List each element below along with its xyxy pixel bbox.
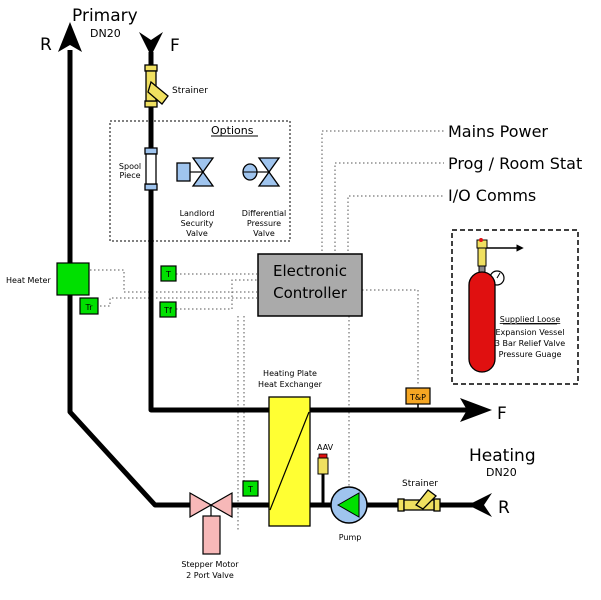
- heating-flow-label: F: [497, 404, 507, 424]
- sensor-tp: T&P: [405, 387, 431, 410]
- primary-size: DN20: [90, 27, 121, 40]
- sensor-t-return: T: [242, 480, 259, 497]
- signal-wiring: [90, 130, 444, 530]
- controller-line2: Controller: [273, 284, 348, 302]
- landlord-label-1: Landlord: [180, 209, 215, 218]
- spool-label-2: Piece: [119, 171, 140, 180]
- primary-strainer: [144, 64, 169, 108]
- plate-heat-exchanger: [268, 396, 311, 527]
- hx-label-1: Heating Plate: [263, 369, 317, 378]
- diff-label-3: Valve: [253, 229, 275, 238]
- sensor-t-label: T: [165, 270, 171, 279]
- diff-label-1: Differential: [242, 209, 286, 218]
- differential-pressure-valve-icon: [242, 157, 281, 187]
- sensor-t-primary: T: [160, 265, 177, 282]
- spool-piece: [144, 147, 158, 191]
- supplied-loose-title: Supplied Loose: [500, 315, 561, 324]
- aav-valve: [317, 453, 329, 505]
- options-box: Options: [109, 120, 291, 242]
- heating-flow-pipe: [310, 398, 492, 422]
- primary-return-pipe: [58, 22, 195, 508]
- landlord-label-2: Security: [181, 219, 214, 228]
- pump-icon: [330, 486, 368, 524]
- mains-power-label: Mains Power: [448, 122, 548, 141]
- primary-strainer-label: Strainer: [172, 86, 208, 96]
- heating-size: DN20: [486, 466, 517, 479]
- diff-label-2: Pressure: [247, 219, 281, 228]
- heat-meter: Tr: [56, 262, 99, 315]
- landlord-label-3: Valve: [186, 229, 208, 238]
- heating-strainer: [397, 489, 441, 512]
- supplied-loose-box: Supplied Loose Expansion Vessel 3 Bar Re…: [451, 229, 579, 385]
- pump-label: Pump: [339, 533, 362, 542]
- spool-label-1: Spool: [119, 162, 141, 171]
- sensor-tf-label: Tf: [163, 306, 172, 315]
- heating-title: Heating: [469, 446, 536, 466]
- io-comms-label: I/O Comms: [448, 186, 536, 205]
- aav-label: AAV: [317, 443, 334, 452]
- hx-label-2: Heat Exchanger: [258, 380, 323, 389]
- electronic-controller: Electronic Controller: [257, 253, 363, 317]
- stepper-label-2: 2 Port Valve: [186, 571, 234, 580]
- supplied-loose-line2: Expansion Vessel: [496, 328, 565, 337]
- heat-meter-label: Heat Meter: [6, 276, 51, 285]
- heating-strainer-label: Strainer: [402, 479, 438, 489]
- primary-flow-label: F: [170, 36, 180, 56]
- sensor-t2-label: T: [247, 485, 253, 494]
- landlord-security-valve-icon: [176, 157, 215, 187]
- heating-return-label: R: [498, 498, 510, 518]
- controller-line1: Electronic: [273, 262, 347, 280]
- stepper-label-1: Stepper Motor: [181, 560, 239, 569]
- prog-room-stat-label: Prog / Room Stat: [448, 154, 582, 173]
- supplied-loose-line3: 3 Bar Relief Valve: [495, 339, 565, 348]
- sensor-tf: Tf: [159, 301, 177, 318]
- sensor-tr-label: Tr: [85, 303, 94, 312]
- sensor-tp-label: T&P: [409, 393, 426, 402]
- options-title: Options: [211, 124, 254, 137]
- stepper-motor-valve: [189, 491, 233, 555]
- primary-return-label: R: [40, 35, 52, 55]
- primary-title: Primary: [72, 6, 138, 26]
- supplied-loose-line4: Pressure Guage: [499, 350, 562, 359]
